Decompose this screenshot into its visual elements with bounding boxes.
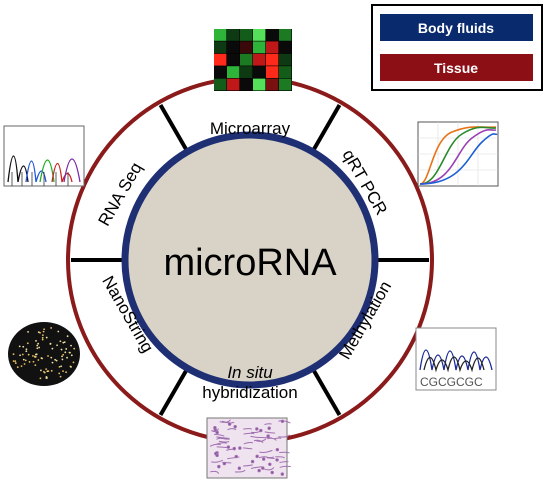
heatmap-cell bbox=[227, 78, 240, 91]
heatmap-cell bbox=[279, 53, 292, 66]
heatmap-cell bbox=[253, 66, 266, 78]
heatmap-cell bbox=[279, 41, 292, 54]
heatmap-cell bbox=[266, 66, 279, 78]
heatmap-cell bbox=[227, 29, 240, 41]
rna-seq-chromatogram-image bbox=[3, 125, 85, 187]
heatmap-cell bbox=[227, 41, 240, 54]
method-label-in-situ: In situ bbox=[227, 363, 273, 382]
method-label-hybridization: hybridization bbox=[202, 383, 297, 402]
inner-ring bbox=[121, 131, 379, 389]
heatmap-cell bbox=[227, 53, 240, 66]
heatmap-cell bbox=[279, 66, 292, 78]
heatmap-cell bbox=[214, 66, 227, 78]
heatmap-cell bbox=[253, 29, 266, 41]
heatmap-cell bbox=[240, 41, 253, 54]
legend: Body fluids Tissue bbox=[371, 4, 543, 91]
heatmap-cell bbox=[227, 66, 240, 78]
heatmap-cell bbox=[266, 41, 279, 54]
heatmap-cell bbox=[214, 41, 227, 54]
heatmap-cell bbox=[253, 41, 266, 54]
heatmap-cell bbox=[240, 66, 253, 78]
heatmap-cell bbox=[266, 53, 279, 66]
heatmap-cell bbox=[214, 29, 227, 41]
heatmap-cell bbox=[214, 78, 227, 91]
microarray-heatmap-image bbox=[214, 29, 292, 91]
methylation-base-calls: CGCGCGC bbox=[420, 375, 483, 389]
heatmap-cell bbox=[240, 29, 253, 41]
heatmap-cell bbox=[214, 53, 227, 66]
legend-label-body-fluids: Body fluids bbox=[418, 20, 494, 36]
legend-label-tissue: Tissue bbox=[434, 60, 478, 76]
heatmap-cell bbox=[240, 53, 253, 66]
center-label: microRNA bbox=[163, 242, 337, 284]
heatmap-cell bbox=[266, 29, 279, 41]
heatmap-cell bbox=[253, 78, 266, 91]
in-situ-histology-image bbox=[206, 417, 291, 479]
heatmap-cell bbox=[253, 53, 266, 66]
method-ring: microRNA bbox=[66, 76, 434, 444]
heatmap-cell bbox=[266, 78, 279, 91]
heatmap-cell bbox=[279, 29, 292, 41]
methylation-chromatogram-image: CGCGCGC bbox=[415, 327, 497, 391]
legend-swatch-tissue bbox=[380, 54, 533, 81]
method-label-microarray: Microarray bbox=[210, 119, 291, 138]
nanostring-image bbox=[8, 322, 80, 386]
heatmap-cell bbox=[240, 78, 253, 91]
heatmap-cell bbox=[279, 78, 292, 91]
legend-swatch-body-fluids bbox=[380, 14, 533, 41]
qpcr-curves-image bbox=[417, 121, 499, 187]
